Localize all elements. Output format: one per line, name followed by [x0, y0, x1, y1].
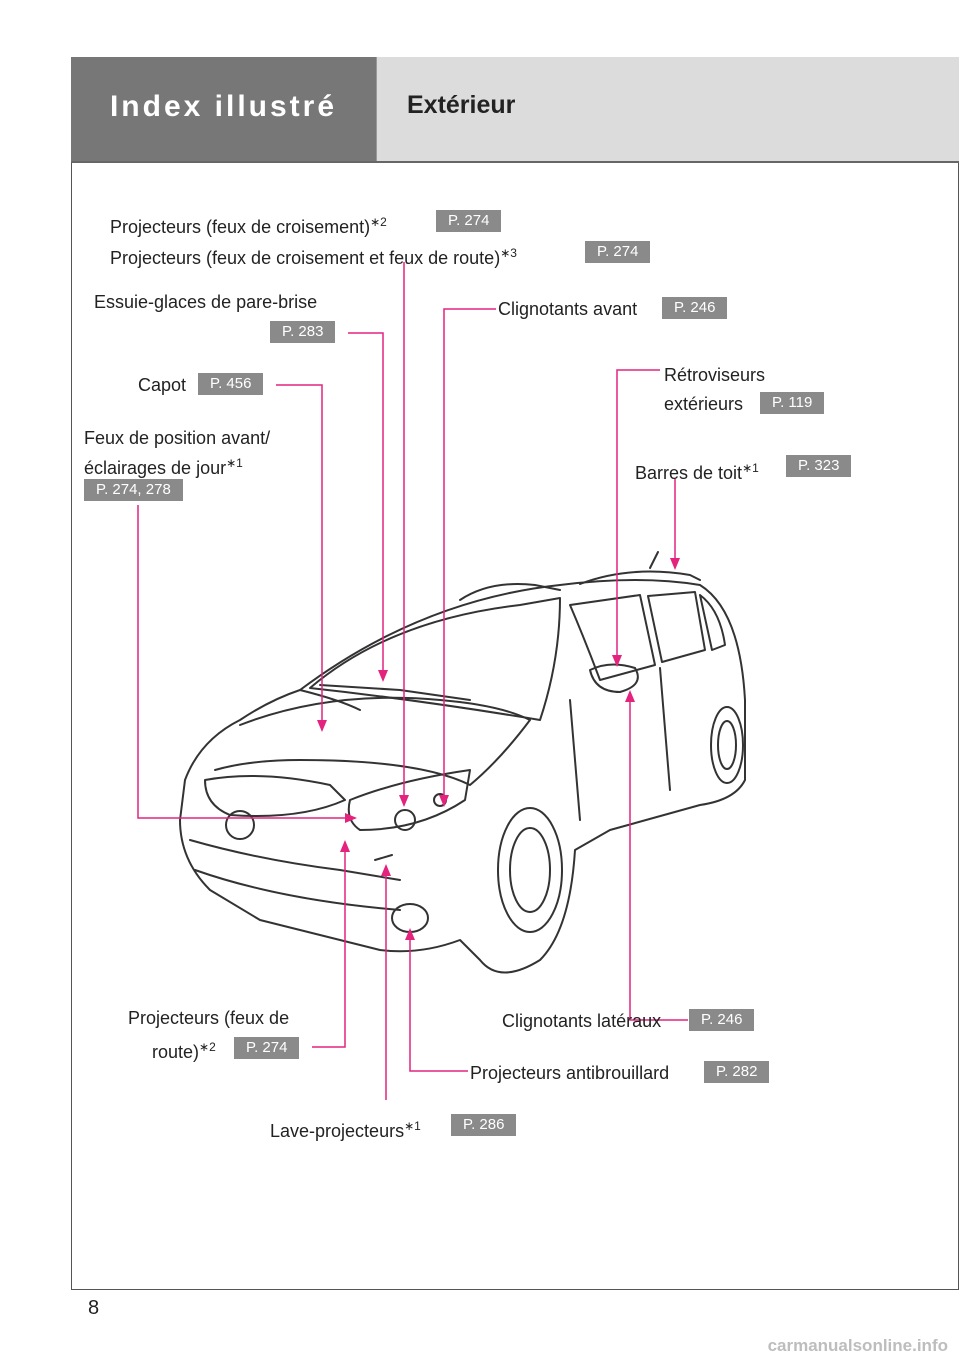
- wipers-page-ref[interactable]: P. 283: [270, 321, 336, 343]
- low-beam-page-ref[interactable]: P. 274: [436, 210, 502, 232]
- page-frame: [71, 57, 959, 1290]
- high-beam-label-line2: route)∗2: [152, 1040, 216, 1062]
- low-beam-label: Projecteurs (feux de croisement)∗2: [110, 215, 387, 237]
- section-tab: Index illustré: [71, 57, 376, 162]
- leader-arrowheads: [317, 558, 680, 940]
- page-number: 8: [88, 1297, 100, 1319]
- roof-rails-page-ref[interactable]: P. 323: [786, 455, 852, 477]
- high-beam-label-line1: Projecteurs (feux de: [128, 1008, 290, 1028]
- low-high-beam-page-ref[interactable]: P. 274: [585, 241, 651, 263]
- side-turn-label: Clignotants latéraux: [502, 1011, 662, 1031]
- low-high-beam-label: Projecteurs (feux de croisement et feux …: [110, 246, 517, 268]
- wipers-label: Essuie-glaces de pare-brise: [94, 292, 318, 312]
- position-lights-label-line2: éclairages de jour∗1: [84, 456, 243, 478]
- hood-label: Capot: [138, 375, 187, 395]
- side-turn-page-ref[interactable]: P. 246: [689, 1009, 755, 1031]
- front-turn-label: Clignotants avant: [498, 299, 638, 319]
- hood-page-ref[interactable]: P. 456: [198, 373, 264, 395]
- subsection-header: Extérieur: [376, 57, 959, 162]
- subsection-title: Extérieur: [407, 91, 516, 119]
- washers-label: Lave-projecteurs∗1: [270, 1119, 421, 1141]
- position-lights-label-line1: Feux de position avant/: [84, 428, 271, 448]
- car-outline: [179, 551, 746, 974]
- fog-label: Projecteurs antibrouillard: [470, 1063, 670, 1083]
- fog-page-ref[interactable]: P. 282: [704, 1061, 770, 1083]
- position-lights-page-ref[interactable]: P. 274, 278: [84, 479, 183, 501]
- mirrors-label-line1: Rétroviseurs: [664, 365, 766, 385]
- high-beam-page-ref[interactable]: P. 274: [234, 1037, 300, 1059]
- washers-page-ref[interactable]: P. 286: [451, 1114, 517, 1136]
- header-divider: [71, 161, 959, 163]
- mirrors-page-ref[interactable]: P. 119: [760, 392, 825, 414]
- leader-lines: [137, 262, 688, 1100]
- front-turn-page-ref[interactable]: P. 246: [662, 297, 728, 319]
- watermark: carmanualsonline.info: [767, 1336, 948, 1355]
- mirrors-label-line2: extérieurs: [664, 394, 744, 414]
- roof-rails-label: Barres de toit∗1: [635, 461, 759, 483]
